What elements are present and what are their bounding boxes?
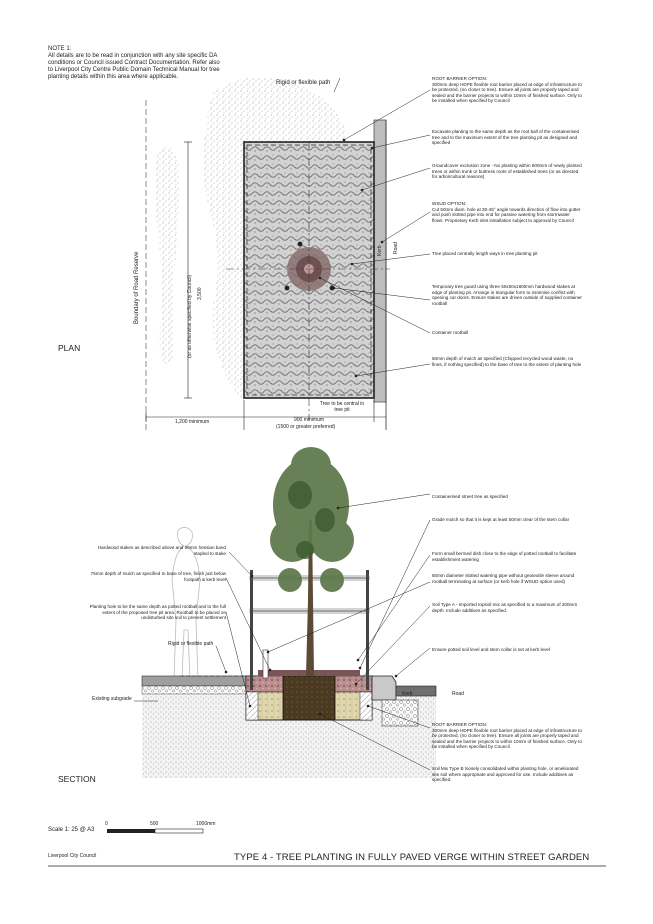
- plan-annotation-wsud: WSUD OPTION: Cut 50mm diam. hole at 30-4…: [432, 201, 581, 223]
- section-annotation-kerb-level: Ensure potted soil level and stem collar…: [432, 647, 550, 652]
- plan-annotation-tree-guard: Temporary tree guard using three 50x50x1…: [432, 284, 582, 306]
- sheet-title: TYPE 4 - TREE PLANTING IN FULLY PAVED VE…: [234, 852, 590, 863]
- plan-annotation-mulch: 50mm depth of mulch as specified (Chippe…: [432, 356, 582, 367]
- plan-annotation-root-barrier: ROOT BARRIER OPTION: 300mm deep HDPE fle…: [432, 76, 582, 104]
- dim-1500: (1500 or greater preferred): [276, 424, 336, 430]
- section-label: SECTION: [58, 774, 96, 784]
- council-label: Liverpool City Council: [48, 853, 97, 859]
- plan-annotation-excavate: Excavate planting to the same depth as t…: [432, 129, 580, 146]
- dim-3500-note: (or as otherwise specified by Council): [187, 274, 193, 358]
- note-body: All details are to be read in conjunctio…: [48, 53, 220, 81]
- plan-rigid-path-label: Rigid or flexible path: [276, 80, 331, 86]
- dim-3500: 3,500: [197, 287, 203, 300]
- section-annotation-bermed-dish: Form small bermed dish close to the edge…: [432, 551, 577, 562]
- section-annotation-planting-hole: Planting hole to be the same depth as po…: [89, 604, 226, 621]
- plan-annotation-container-rootball: Container rootball: [432, 330, 469, 335]
- section-road-label: Road: [452, 691, 464, 697]
- general-note: NOTE 1: All details are to be read in co…: [48, 46, 223, 81]
- note-heading: NOTE 1:: [48, 46, 72, 52]
- section-subgrade-label: Existing subgrade: [92, 696, 132, 702]
- plan-annotation-tree-central: Tree placed centrally length ways in tre…: [432, 251, 538, 256]
- section-annotation-soil-b: Soil Mix Type B loosely consolidated wit…: [432, 766, 579, 783]
- plan-road-label: Road: [393, 242, 399, 254]
- scale-tick-0: 0: [105, 821, 108, 827]
- section-kerb-label: Kerb: [402, 691, 413, 697]
- scale-tick-1000: 1000mm: [196, 821, 216, 827]
- section-annotation-root-barrier: ROOT BARRIER OPTION: 300mm deep HDPE fle…: [432, 722, 582, 750]
- section-annotation-watering-pipe: 50mm diameter slotted watering pipe with…: [432, 573, 575, 584]
- plan-kerb-label: Kerb: [377, 245, 383, 256]
- section-annotation-stakes: Hardwood stakes as described above and 5…: [97, 545, 226, 556]
- scale-tick-500: 500: [150, 821, 159, 827]
- section-annotation-soil-a: Soil Type A - Imported topsoil mix as sp…: [432, 602, 578, 613]
- section-annotation-grade-mulch: Grade mulch so that it is kept at least …: [432, 517, 570, 522]
- plan-label: PLAN: [58, 343, 81, 353]
- plan-annotation-groundcover: Groundcover exclusion zone - No planting…: [432, 163, 582, 180]
- section-annotation-street-tree: Containerised street tree as specified: [432, 494, 508, 499]
- section-rigid-path-label: Rigid or flexible path: [168, 641, 214, 647]
- dim-1200: 1,200 minimum: [175, 419, 210, 425]
- boundary-label: Boundary of Road Reserve: [134, 251, 140, 324]
- tree-central-label: Tree to be central in tree pit: [319, 401, 365, 413]
- scale-label: Scale 1: 25 @ A3: [48, 827, 95, 833]
- section-annotation-mulch: 75mm depth of mulch as specified to base…: [90, 571, 226, 582]
- dim-900: 900 minimum: [294, 417, 325, 423]
